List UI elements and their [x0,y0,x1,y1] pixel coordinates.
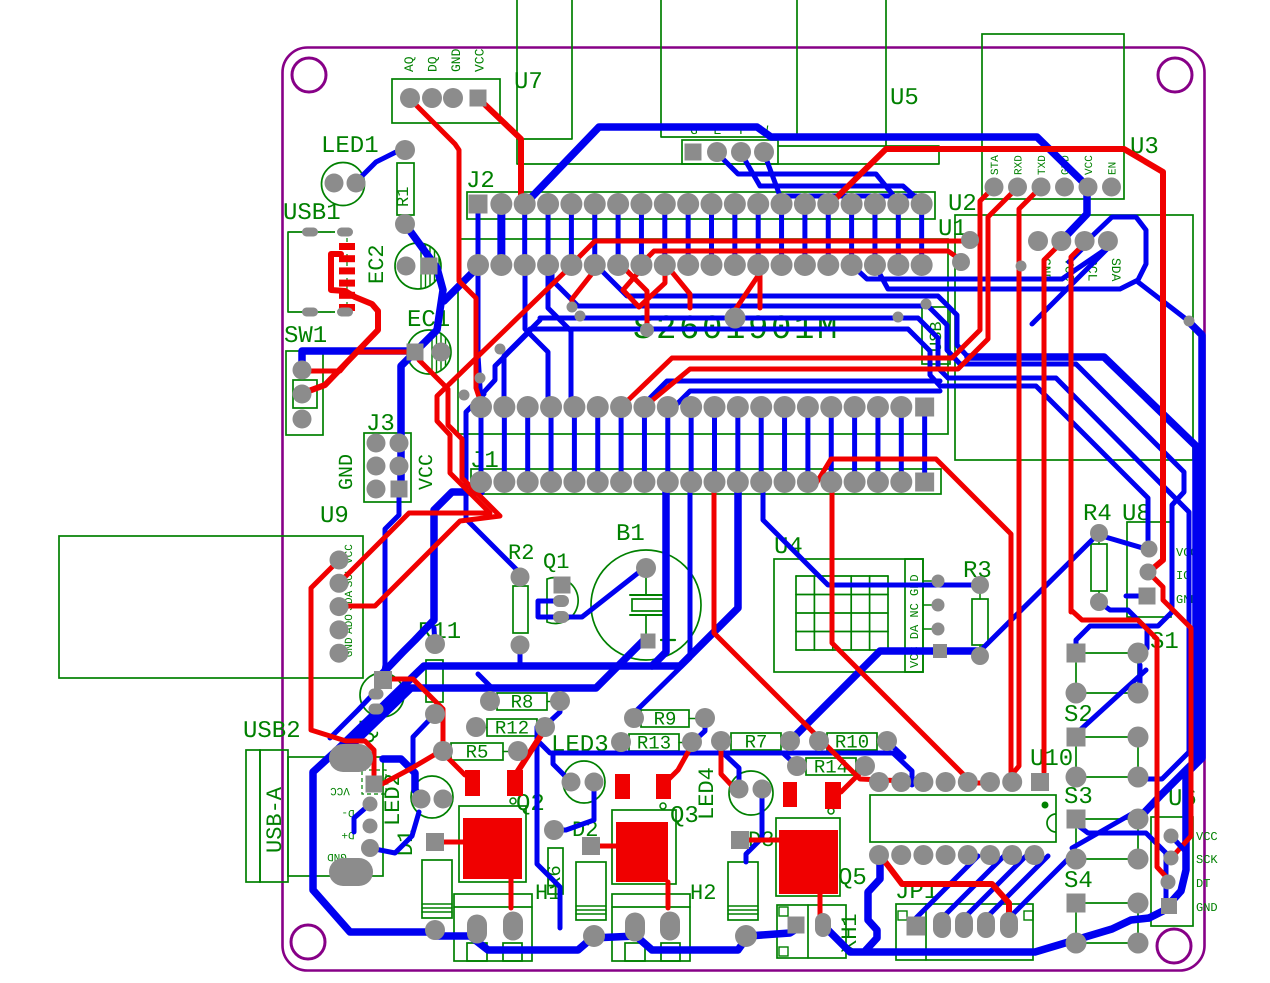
svg-text:U5: U5 [890,85,919,112]
svg-text:VCC: VCC [416,454,439,490]
svg-text:R2: R2 [508,541,534,566]
svg-text:H2: H2 [690,881,716,906]
svg-text:VCC: VCC [1084,155,1096,175]
svg-text:U9: U9 [320,503,349,530]
svg-text:R4: R4 [1083,501,1112,528]
svg-text:GND: GND [449,48,464,72]
svg-text:R13: R13 [637,733,671,755]
svg-text:RXD: RXD [1014,155,1026,175]
svg-text:R1: R1 [395,187,414,207]
svg-text:Q5: Q5 [838,865,867,892]
svg-text:VCC: VCC [473,48,488,72]
svg-text:J1: J1 [470,448,499,475]
svg-text:R8: R8 [511,692,534,714]
svg-text:USB2: USB2 [243,718,301,745]
svg-text:SCK: SCK [1196,853,1218,867]
svg-text:U10: U10 [1030,746,1073,773]
svg-text:R10: R10 [835,732,869,754]
svg-text:Q1: Q1 [543,550,569,575]
svg-text:U2: U2 [948,191,977,218]
svg-text:TXD: TXD [1037,155,1049,175]
svg-text:D+: D+ [341,828,354,840]
svg-text:LED1: LED1 [321,133,379,160]
svg-text:EN: EN [1108,162,1120,175]
svg-text:DQ: DQ [426,56,441,72]
svg-text:U7: U7 [514,69,543,96]
svg-text:R7: R7 [745,732,768,754]
svg-text:EC1: EC1 [407,307,450,334]
svg-text:LED4: LED4 [695,767,720,820]
svg-text:USB-A: USB-A [263,786,288,853]
svg-text:J3: J3 [366,411,395,438]
svg-text:J2: J2 [466,168,495,195]
svg-text:S3: S3 [1064,784,1093,811]
svg-text:STA: STA [990,155,1002,175]
svg-text:R9: R9 [654,709,677,731]
svg-text:GND: GND [336,454,359,490]
svg-text:DT: DT [1196,877,1210,891]
svg-text:VCC DA NC GND: VCC DA NC GND [908,574,922,668]
svg-text:Q3: Q3 [670,803,699,830]
svg-text:S4: S4 [1064,868,1093,895]
svg-text:AQ: AQ [402,56,417,72]
svg-text:R5: R5 [466,742,489,764]
svg-text:SDA: SDA [1108,258,1123,282]
svg-text:USB1: USB1 [283,200,341,227]
svg-text:B1: B1 [616,521,645,548]
svg-text:EC2: EC2 [365,244,390,284]
svg-text:D-: D- [341,806,354,818]
svg-text:R12: R12 [495,718,529,740]
svg-text:VCC: VCC [1196,830,1218,844]
svg-text:R6: R6 [544,865,566,888]
svg-text:VCC: VCC [330,784,350,796]
svg-text:SW1: SW1 [284,323,327,350]
svg-text:GND: GND [1196,901,1218,915]
